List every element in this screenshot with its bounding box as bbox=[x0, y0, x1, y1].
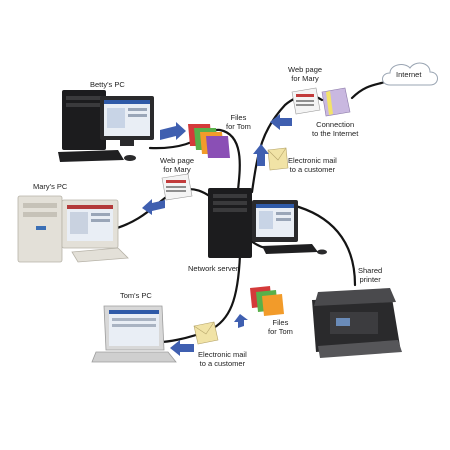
tom-pc-laptop-icon bbox=[91, 305, 177, 363]
betty-pc-label: Betty's PC bbox=[90, 80, 125, 89]
mary-pc-label: Mary's PC bbox=[33, 182, 68, 191]
shared-printer-icon bbox=[312, 288, 402, 358]
network-server-icon bbox=[208, 188, 327, 258]
internet-cloud-icon bbox=[382, 62, 438, 86]
internet-label: Internet bbox=[396, 70, 422, 79]
mary-pc-icon bbox=[17, 195, 129, 263]
arrow-to-betty-icon bbox=[160, 122, 186, 140]
cable-betty-to-server bbox=[148, 128, 241, 192]
arrow-email-bottom-icon bbox=[170, 340, 194, 356]
arrow-to-tom-icon bbox=[234, 314, 248, 328]
arrow-to-mary-icon bbox=[142, 199, 165, 215]
modem-icon bbox=[321, 87, 351, 117]
arrows bbox=[142, 114, 292, 356]
tom-pc-label: Tom's PC bbox=[120, 291, 152, 300]
web-page-for-mary-left-icon bbox=[161, 173, 193, 201]
cable-mary-to-server bbox=[108, 188, 218, 232]
email-envelope-top-icon bbox=[267, 147, 289, 171]
betty-pc-icon bbox=[58, 90, 154, 162]
arrow-up-email-icon bbox=[253, 144, 269, 166]
web-page-for-mary-top-icon bbox=[291, 87, 321, 115]
email-envelope-bottom-icon bbox=[193, 321, 219, 345]
files-for-tom-top-icon bbox=[188, 124, 230, 158]
network-server-label: Network server bbox=[188, 264, 239, 273]
files-for-tom-bottom-icon bbox=[250, 286, 284, 316]
cable-modem-to-internet bbox=[350, 80, 387, 100]
arrow-to-server-from-modem-icon bbox=[270, 114, 292, 130]
cable-server-to-printer bbox=[290, 203, 357, 287]
